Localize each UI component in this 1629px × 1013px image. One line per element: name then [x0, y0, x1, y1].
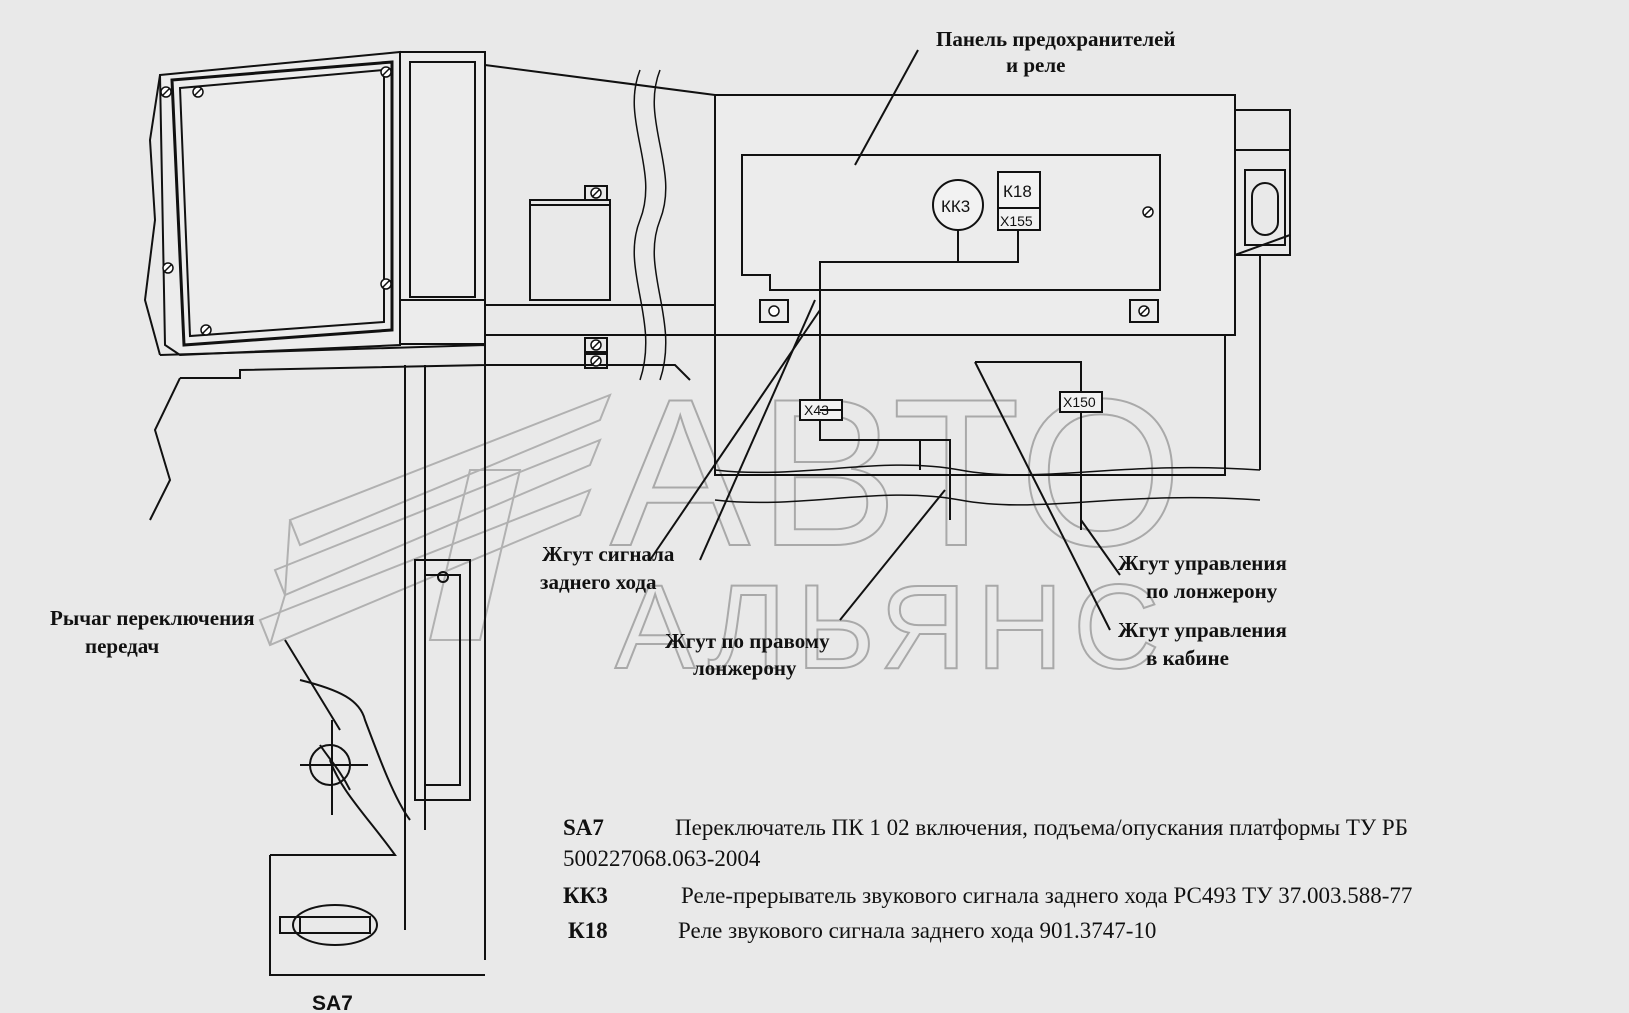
rail-control-harness-label-2: по лонжерону — [1146, 579, 1278, 603]
legend-code: SA7 — [563, 815, 604, 840]
legend-text-cont: 500227068.063-2004 — [563, 846, 761, 871]
cab-control-harness-label-2: в кабине — [1146, 646, 1229, 670]
right-rail-harness-label-2: лонжерону — [693, 656, 797, 680]
legend-row-kk3: КК3 Реле-прерыватель звукового сигнала за… — [563, 880, 1623, 911]
reverse-harness-label-1: Жгут сигнала — [542, 542, 675, 566]
k18-label: К18 — [1003, 182, 1032, 201]
legend-text: Реле звукового сигнала заднего хода 901.… — [678, 918, 1157, 943]
legend-row-k18: К18 Реле звукового сигнала заднего хода 9… — [563, 915, 1623, 946]
legend-code: К18 — [568, 918, 608, 943]
kk3-label: КК3 — [941, 197, 970, 216]
x155-label: Х155 — [1000, 213, 1033, 229]
fuse-panel-label-2: и реле — [1006, 53, 1065, 77]
gear-lever-label-2: передач — [85, 634, 159, 658]
gear-lever-label-1: Рычаг переключения — [50, 606, 255, 630]
legend-text: Переключатель ПК 1 02 включения, подъема… — [675, 815, 1408, 840]
legend-text: Реле-прерыватель звукового сигнала задне… — [681, 883, 1413, 908]
right-rail-harness-label-1: Жгут по правому — [665, 629, 830, 653]
x43-label: Х43 — [804, 402, 829, 418]
x150-label: Х150 — [1063, 394, 1096, 410]
legend-row-sa7: SA7 Переключатель ПК 1 02 включения, подъ… — [563, 812, 1623, 843]
sa7-label: SA7 — [312, 992, 353, 1013]
watermark-line2: АЛЬЯНС — [615, 560, 1170, 694]
reverse-harness-label-2: заднего хода — [540, 570, 657, 594]
watermark-line1: АВТО — [610, 355, 1190, 590]
component-legend: SA7 Переключатель ПК 1 02 включения, подъ… — [563, 812, 1623, 946]
legend-code: КК3 — [563, 883, 608, 908]
rail-control-harness-label-1: Жгут управления — [1118, 551, 1287, 575]
cab-control-harness-label-1: Жгут управления — [1118, 618, 1287, 642]
screws — [160, 66, 1154, 367]
watermark-logo — [258, 393, 612, 647]
fuse-panel-label-1: Панель предохранителей — [936, 27, 1176, 51]
legend-row-sa7-cont: 500227068.063-2004 — [563, 843, 1623, 874]
